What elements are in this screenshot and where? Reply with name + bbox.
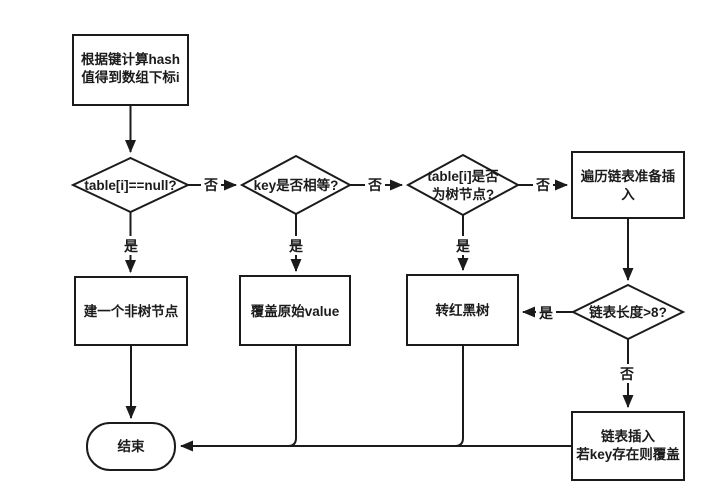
node-check-len-shape <box>570 283 686 341</box>
edge-label-null-no-bg <box>201 175 221 194</box>
edge-label-null-yes-text: 是 <box>124 238 139 254</box>
node-rbtree: 转红黑树 <box>406 274 519 346</box>
node-check-tree-shape <box>405 153 521 217</box>
node-rbtree-shape <box>406 274 519 346</box>
edge-label-len-no-bg <box>617 364 637 383</box>
edges <box>125 105 634 452</box>
edge-labels: 否 否 否 是 是 是 是 否 <box>121 175 637 383</box>
edge-label-null-no-text: 否 <box>203 177 218 193</box>
node-end: 结束 <box>86 422 176 471</box>
edge-rbtree-to-end <box>454 345 464 447</box>
node-check-key: key是否相等? <box>239 154 353 216</box>
node-start-label-line1: 根据键计算hash <box>81 51 180 67</box>
node-rbtree-label: 转红黑树 <box>436 302 490 318</box>
edge-label-key-no: 否 <box>365 175 385 194</box>
node-traverse: 遍历链表准备插 入 <box>571 151 685 219</box>
edge-label-len-no: 否 <box>617 364 637 383</box>
edge-label-null-yes: 是 <box>121 236 141 255</box>
node-end-shape <box>86 422 176 471</box>
node-check-key-label: key是否相等? <box>254 177 339 193</box>
edge-overwrite-to-end <box>287 345 297 447</box>
node-overwrite-shape <box>239 275 351 346</box>
node-list-insert-label-line1: 链表插入 <box>601 428 655 444</box>
node-list-insert: 链表插入 若key存在则覆盖 <box>571 411 685 481</box>
node-start: 根据键计算hash 值得到数组下标i <box>72 34 189 106</box>
edge-label-tree-no: 否 <box>533 175 553 194</box>
node-list-insert-shape <box>571 411 685 481</box>
node-create-node: 建一个非树节点 <box>74 276 188 346</box>
node-check-tree-label-line1: table[i]是否 <box>427 169 499 184</box>
node-traverse-label-line2: 入 <box>621 187 635 202</box>
node-check-tree-label-line2: 为树节点? <box>432 186 494 202</box>
edge-label-key-yes: 是 <box>286 236 306 255</box>
node-list-insert-label-line2: 若key存在则覆盖 <box>575 446 680 462</box>
node-create-node-shape <box>74 276 188 346</box>
edge-label-key-no-text: 否 <box>367 177 382 193</box>
edge-label-len-yes-bg <box>536 303 556 322</box>
node-check-key-shape <box>239 154 353 216</box>
node-start-shape <box>72 34 189 106</box>
node-check-len: 链表长度>8? <box>570 283 686 341</box>
node-overwrite: 覆盖原始value <box>239 275 351 346</box>
edge-label-tree-yes-bg <box>453 236 473 255</box>
edge-label-null-no: 否 <box>201 175 221 194</box>
node-check-len-label: 链表长度>8? <box>589 304 667 320</box>
nodes: 根据键计算hash 值得到数组下标i table[i]==null? key是否… <box>70 34 686 481</box>
edge-label-key-yes-bg <box>286 236 306 255</box>
node-traverse-shape <box>571 151 685 219</box>
edge-label-key-no-bg <box>365 175 385 194</box>
edge-label-len-yes-text: 是 <box>539 305 554 321</box>
edge-label-tree-yes: 是 <box>453 236 473 255</box>
node-end-label: 结束 <box>118 438 145 454</box>
edge-label-null-yes-bg <box>121 236 141 255</box>
edge-label-len-yes: 是 <box>536 303 556 322</box>
edge-label-tree-no-bg <box>533 175 553 194</box>
node-check-null: table[i]==null? <box>70 156 191 214</box>
node-check-null-shape <box>70 156 191 214</box>
edge-label-tree-no-text: 否 <box>535 177 550 193</box>
node-check-null-label: table[i]==null? <box>84 178 176 193</box>
node-create-node-label: 建一个非树节点 <box>83 303 179 319</box>
edge-label-key-yes-text: 是 <box>289 238 304 254</box>
edge-label-tree-yes-text: 是 <box>456 238 471 254</box>
edge-label-len-no-text: 否 <box>619 366 634 382</box>
node-start-label-line2: 值得到数组下标i <box>81 69 179 85</box>
node-overwrite-label: 覆盖原始value <box>251 303 340 319</box>
node-traverse-label-line1: 遍历链表准备插 <box>580 168 676 184</box>
node-check-tree: table[i]是否 为树节点? <box>405 153 521 217</box>
